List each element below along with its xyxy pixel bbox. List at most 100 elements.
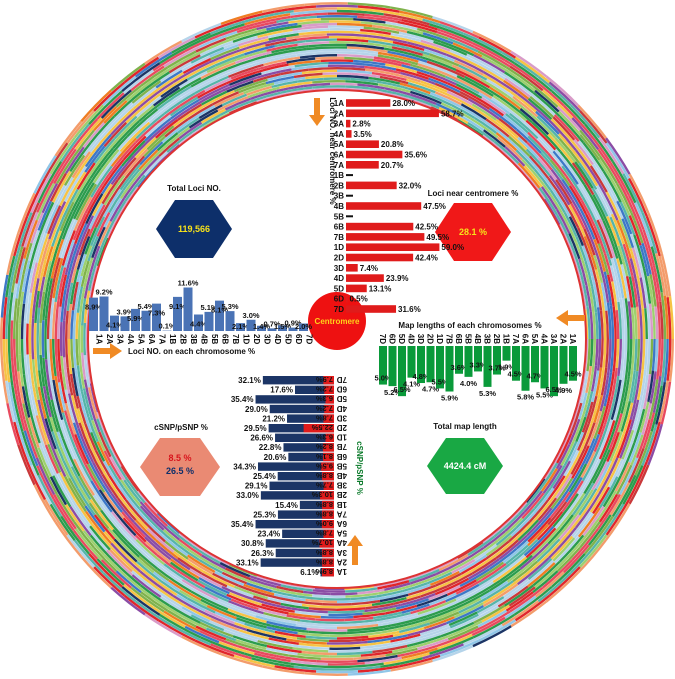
ring-segment xyxy=(288,18,321,24)
ring-segment xyxy=(491,97,526,124)
ring-segment xyxy=(37,259,47,292)
ring-segment xyxy=(395,598,430,610)
ring-segment xyxy=(621,218,635,249)
ring-segment xyxy=(48,184,67,218)
ring-segment xyxy=(434,577,469,596)
ring-segment xyxy=(168,77,202,99)
ring-segment xyxy=(296,621,338,627)
ring-segment xyxy=(89,525,111,551)
ring-segment xyxy=(383,652,430,665)
ring-segment xyxy=(21,202,40,247)
ring-segment xyxy=(168,604,201,624)
ring-segment xyxy=(44,418,57,450)
bar-overlay xyxy=(323,481,334,490)
ring-segment xyxy=(199,30,238,48)
ring-segment xyxy=(351,599,381,606)
ring-segment xyxy=(226,593,258,608)
ring-segment xyxy=(177,612,207,630)
ring-segment xyxy=(619,338,625,380)
ring-segment xyxy=(379,75,409,85)
ring-segment xyxy=(499,527,528,553)
ring-segment xyxy=(561,165,584,198)
bar xyxy=(346,233,425,241)
ring-segment xyxy=(149,81,178,103)
ring-segment xyxy=(629,379,641,420)
tick-label: 5A xyxy=(137,334,146,344)
ring-segment xyxy=(76,395,87,425)
ring-segment xyxy=(647,370,655,403)
ring-segment xyxy=(91,129,113,155)
ring-segment xyxy=(262,665,305,675)
ring-segment xyxy=(420,39,451,52)
ring-segment xyxy=(562,104,590,134)
ring-segment xyxy=(570,448,586,476)
ring-segment xyxy=(509,538,539,566)
ring-segment xyxy=(189,89,223,110)
ring-segment xyxy=(654,338,659,372)
ring-segment xyxy=(60,123,91,163)
ring-segment xyxy=(227,608,267,624)
data-label: 59.0% xyxy=(441,243,464,252)
ring-segment xyxy=(280,68,309,76)
ring-segment xyxy=(606,338,612,376)
ring-segment xyxy=(37,386,47,419)
ring-segment xyxy=(660,381,672,425)
ring-segment xyxy=(439,20,480,39)
ring-segment xyxy=(17,371,25,404)
ring-segment xyxy=(268,637,299,645)
ring-segment xyxy=(149,575,178,597)
ring-segment xyxy=(93,546,118,572)
tick-label: 1D xyxy=(337,433,347,442)
ring-segment xyxy=(492,556,528,584)
ring-segment xyxy=(88,202,104,230)
ring-segment xyxy=(406,78,441,93)
ring-segment xyxy=(177,103,203,121)
ring-segment xyxy=(360,41,393,49)
ring-segment xyxy=(629,399,640,430)
ring-segment xyxy=(72,529,99,560)
ring-segment xyxy=(390,636,422,646)
ring-segment xyxy=(298,30,330,36)
ring-segment xyxy=(648,303,654,340)
ring-segment xyxy=(633,408,646,444)
ring-segment xyxy=(615,183,633,214)
ring-segment xyxy=(579,182,601,220)
ring-segment xyxy=(121,585,161,616)
ring-segment xyxy=(439,570,472,588)
ring-segment xyxy=(110,62,146,92)
ring-segment xyxy=(110,154,136,185)
ring-segment xyxy=(508,135,531,158)
ring-segment xyxy=(476,596,505,614)
ring-segment xyxy=(163,45,201,68)
ring-segment xyxy=(10,357,18,395)
ring-segment xyxy=(359,640,391,647)
ring-segment xyxy=(361,634,394,642)
ring-segment xyxy=(85,453,104,485)
ring-segment xyxy=(433,40,468,56)
ring-segment xyxy=(328,649,364,653)
ring-segment xyxy=(23,321,27,357)
ring-segment xyxy=(509,586,544,613)
ring-segment xyxy=(569,104,601,139)
ring-segment xyxy=(8,253,19,296)
ring-segment xyxy=(434,572,462,587)
axis-label: Loci NO. on each chromosome % xyxy=(128,347,255,356)
ring-segment xyxy=(152,50,186,72)
ring-segment xyxy=(116,156,137,181)
ring-segment xyxy=(144,117,172,142)
ring-segment xyxy=(577,423,590,452)
ring-segment xyxy=(362,63,397,71)
ring-segment xyxy=(21,431,40,476)
ring-segment xyxy=(135,560,162,583)
ring-segment xyxy=(186,554,216,573)
ring-segment xyxy=(438,106,469,125)
bar xyxy=(265,539,334,548)
ring-segment xyxy=(38,233,50,264)
ring-segment xyxy=(246,582,273,593)
ring-segment xyxy=(533,168,552,191)
ring-segment xyxy=(480,78,509,98)
ring-segment xyxy=(448,51,478,67)
total-loci-hexagon xyxy=(156,200,232,258)
ring-segment xyxy=(304,2,348,6)
ring-segment xyxy=(123,501,149,530)
